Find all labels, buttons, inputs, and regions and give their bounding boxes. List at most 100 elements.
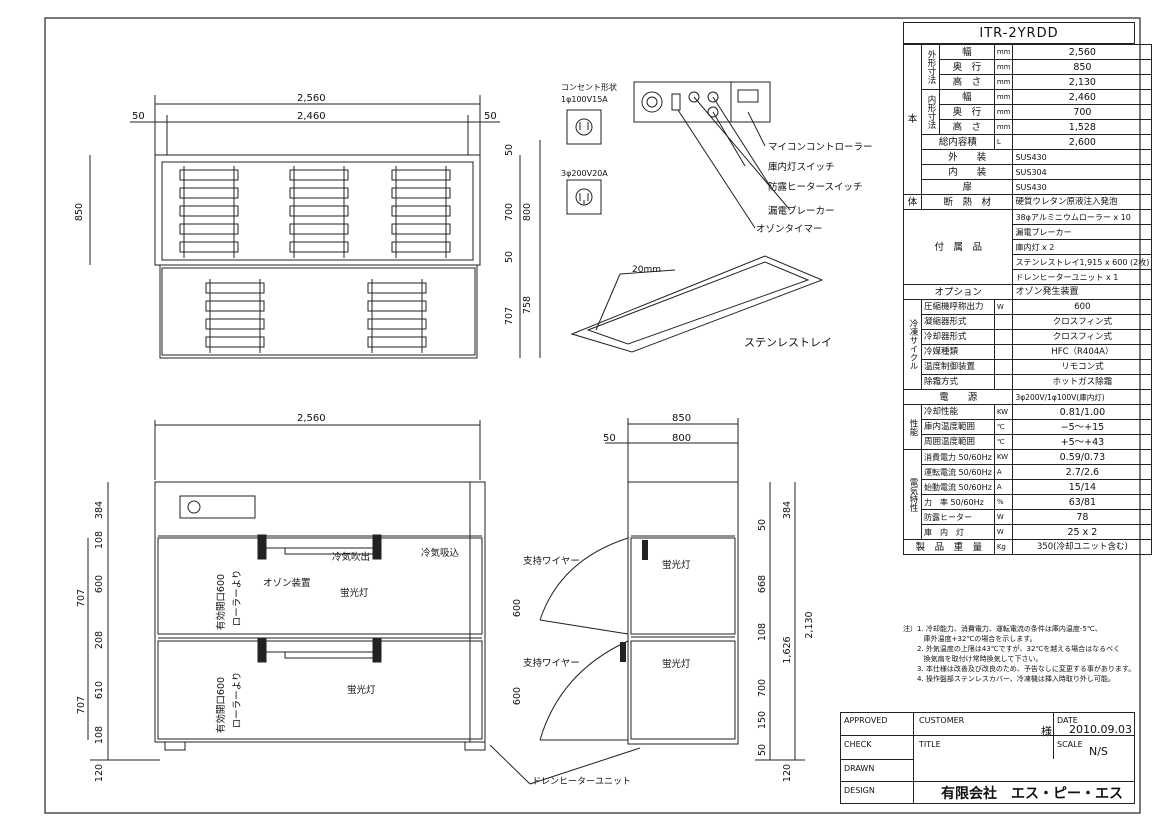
title-block: APPROVED CUSTOMER 様 DATE 2010.09.03 CHEC… (840, 712, 1135, 804)
side-vdim-150: 150 (757, 711, 768, 729)
spec-label: 冷却性能 (921, 404, 995, 420)
spec-unit: A (993, 464, 1014, 480)
spec-value: 78 (1012, 509, 1153, 525)
notes-prefix: 注） (903, 625, 917, 633)
spec-value: クロスフィン式 (1012, 329, 1153, 345)
spec-unit: mm (993, 44, 1014, 60)
spec-label: 幅 (939, 44, 995, 60)
spec-label: 防露ヒーター (921, 509, 995, 525)
spec-label: 幅 (939, 89, 995, 105)
spec-value: 硬質ウレタン原液注入発泡 (1012, 194, 1153, 210)
spec-value: クロスフィン式 (1012, 314, 1153, 330)
label-side-lamp-1: 蛍光灯 (662, 559, 691, 571)
spec-value: 850 (1012, 59, 1153, 75)
spec-value: 63/81 (1012, 494, 1153, 510)
front-vdim-707a: 707 (76, 589, 87, 607)
shelf-rail (179, 241, 239, 253)
side-view (539, 418, 805, 761)
spec-unit: mm (993, 89, 1014, 105)
spec-label: 温度制御装置 (921, 359, 995, 375)
spec-label: 除霜方式 (921, 374, 995, 390)
top-dim-overall: 2,560 (297, 93, 326, 104)
label-support-wire-1: 支持ワイヤー (523, 555, 580, 567)
shelf-rail (205, 318, 265, 330)
spec-label: 冷媒種類 (921, 344, 995, 360)
spec-unit: ℃ (993, 434, 1014, 450)
spec-value: SUS430 (1012, 179, 1153, 195)
side-dim-inner: 800 (672, 433, 691, 444)
callout-breaker: 漏電ブレーカー (768, 205, 835, 217)
top-dim-side-right: 50 (484, 111, 497, 122)
top-vdim-50a: 50 (504, 144, 515, 156)
shelf-rail (179, 223, 239, 235)
side-vdim-50b: 50 (757, 744, 768, 756)
side-vdim-668: 668 (757, 575, 768, 593)
spec-unit: mm (993, 104, 1014, 120)
shelf-rail (391, 169, 451, 181)
front-vdim-384: 384 (94, 501, 105, 519)
side-vdim-384: 384 (782, 501, 793, 519)
tb-design: DESIGN (844, 786, 875, 795)
spec-value: 600 (1012, 299, 1153, 315)
note-line: 4. 操作盤部ステンレスカバー、冷凍機は挿入時取り外し可能。 (917, 675, 1115, 683)
callout-ozone-timer: オゾンタイマー (756, 224, 823, 235)
spec-unit (993, 314, 1014, 330)
shelf-rail (391, 241, 451, 253)
spec-label: 消費電力 50/60Hz (921, 449, 995, 465)
spec-value: 0.59/0.73 (1012, 449, 1153, 465)
front-vdim-208: 208 (94, 631, 105, 649)
opening-label-2b: ローラーより (232, 672, 243, 729)
shelf-rail (205, 300, 265, 312)
shelf-rail (205, 282, 265, 294)
spec-value: ホットガス除霜 (1012, 374, 1153, 390)
side-view-lamps (620, 540, 648, 662)
tb-date-label: DATE (1057, 716, 1078, 725)
side-vdim-2130: 2,130 (804, 611, 815, 638)
spec-value: リモコン式 (1012, 359, 1153, 375)
spec-label: 庫 内 灯 (921, 524, 995, 540)
outlet-100v (566, 109, 602, 145)
spec-unit: mm (993, 74, 1014, 90)
note-line: 2. 外気温度の上限は43℃ですが、32℃を越える場合はなるべく (917, 645, 1121, 653)
front-view (87, 420, 486, 761)
spec-label: 内 装 (920, 164, 1014, 180)
spec-accessory: 庫内灯 x 2 (1012, 239, 1153, 255)
tb-check: CHECK (844, 740, 872, 749)
shelf-rail (367, 300, 427, 312)
spec-unit (993, 374, 1014, 390)
side-dim-side: 50 (603, 433, 616, 444)
spec-value: 2,130 (1012, 74, 1153, 90)
spec-accessory: ドレンヒーターユニット x 1 (1012, 269, 1153, 285)
label-side-lamp-2: 蛍光灯 (662, 658, 691, 670)
front-vdim-600: 600 (94, 575, 105, 593)
spec-inner-label: 内形寸法 (921, 89, 940, 135)
note-line: 1. 冷却能力、消費電力、運転電流の条件は庫内温度-5℃、 (917, 625, 1102, 633)
label-lamp-lower: 蛍光灯 (347, 684, 376, 696)
shelf-rail (179, 169, 239, 181)
spec-value: オゾン発生装置 (1012, 284, 1153, 300)
side-dim-depth: 850 (672, 413, 691, 424)
shelf-rail (289, 187, 349, 199)
spec-unit: % (993, 494, 1014, 510)
spec-value: 700 (1012, 104, 1153, 120)
spec-label: 外 装 (920, 149, 1014, 165)
note-line: 換気扇を取付け常時換気して下さい。 (917, 655, 1043, 663)
top-dim-inner: 2,460 (297, 111, 326, 122)
spec-value: −5〜+15 (1012, 419, 1153, 435)
top-vdim-707: 707 (504, 307, 515, 325)
tb-date: 2010.09.03 (1069, 723, 1132, 736)
spec-unit: KW (993, 449, 1014, 465)
spec-unit (993, 359, 1014, 375)
drain-leader-2 (529, 747, 641, 785)
spec-body-label2: 体 (903, 194, 922, 210)
shelf-rail (391, 205, 451, 217)
spec-perf-label: 性能 (903, 404, 922, 450)
spec-unit: A (993, 479, 1014, 495)
spec-label: 力 率 50/60Hz (921, 494, 995, 510)
spec-label: 高 さ (939, 119, 995, 135)
spec-accessory: 漏電ブレーカー (1012, 224, 1153, 240)
side-vdim-600a: 600 (512, 599, 523, 617)
spec-label: 周囲温度範囲 (921, 434, 995, 450)
spec-elec-label: 電気特性 (903, 449, 922, 540)
